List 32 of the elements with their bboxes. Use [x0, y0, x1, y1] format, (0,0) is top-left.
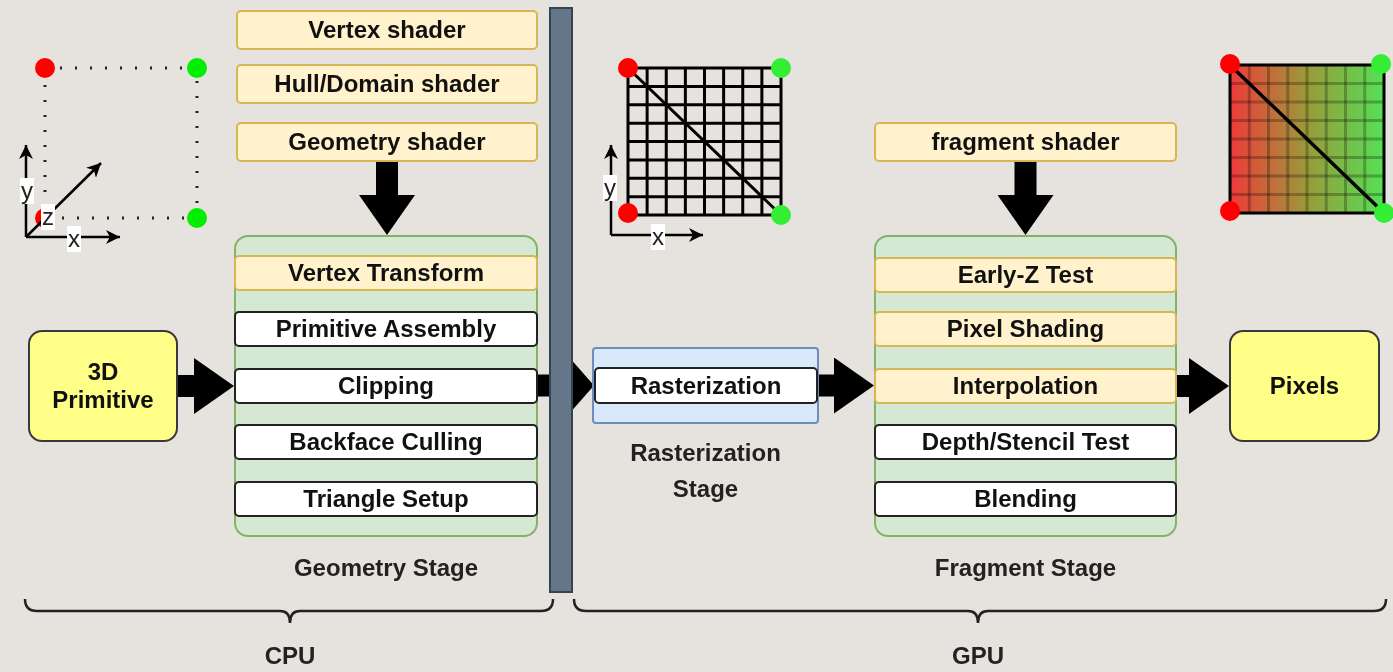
- axis-label: x: [651, 224, 665, 250]
- step-box: Pixel Shading: [874, 311, 1177, 347]
- step-box: Triangle Setup: [234, 481, 538, 517]
- step-box: Clipping: [234, 368, 538, 404]
- step-box: Vertex Transform: [234, 255, 538, 291]
- axis-label: z: [41, 204, 55, 230]
- block-arrow: [178, 358, 234, 414]
- group-label: CPU: [264, 642, 316, 670]
- shader-box: Geometry shader: [236, 122, 538, 162]
- step-box: Early-Z Test: [874, 257, 1177, 293]
- block-arrow: [997, 162, 1054, 235]
- process-box: Pixels: [1229, 330, 1380, 442]
- step-box: Interpolation: [874, 368, 1177, 404]
- process-box: 3D Primitive: [28, 330, 178, 442]
- block-arrow: [818, 357, 874, 414]
- stage-label: Geometry Stage: [292, 553, 480, 583]
- step-box: Blending: [874, 481, 1177, 517]
- block-arrow: [359, 162, 415, 235]
- stage-label: Fragment Stage: [933, 553, 1118, 583]
- group-label: GPU: [952, 642, 1004, 670]
- shader-box: fragment shader: [874, 122, 1177, 162]
- stage-label: Rasterization Stage: [629, 438, 782, 504]
- shader-box: Hull/Domain shader: [236, 64, 538, 104]
- axis-label: y: [20, 178, 34, 204]
- step-box: Primitive Assembly: [234, 311, 538, 347]
- step-box: Rasterization: [594, 367, 818, 404]
- axis-label: x: [67, 226, 81, 252]
- shader-box: Vertex shader: [236, 10, 538, 50]
- block-arrow: [1177, 358, 1229, 414]
- step-box: Depth/Stencil Test: [874, 424, 1177, 460]
- axis-label: y: [603, 175, 617, 201]
- step-box: Backface Culling: [234, 424, 538, 460]
